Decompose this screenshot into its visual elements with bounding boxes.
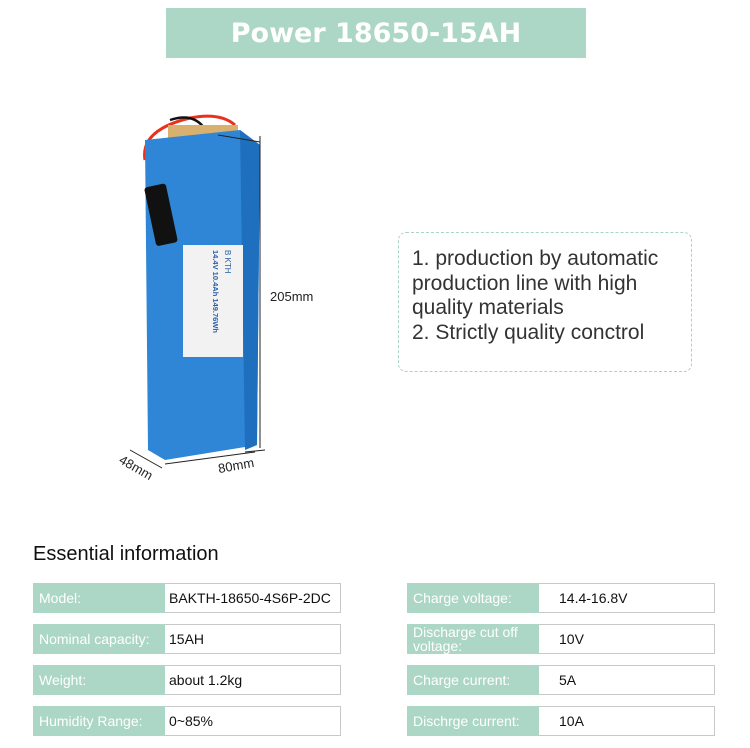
spec-value: 10V xyxy=(539,624,715,654)
dimension-line xyxy=(129,449,163,469)
spec-row: Charge voltage:14.4-16.8V xyxy=(407,583,715,613)
feature-line: quality materials xyxy=(412,296,564,319)
feature-line: production line with high xyxy=(412,271,638,295)
dimension-line xyxy=(244,449,266,453)
spec-label: Model: xyxy=(33,583,165,613)
spec-label: Nominal capacity: xyxy=(33,624,165,654)
spec-label: Weight: xyxy=(33,665,165,695)
dc-jack xyxy=(144,183,178,246)
spec-value: 5A xyxy=(539,665,715,695)
spec-row: Dischrge current:10A xyxy=(407,706,715,736)
dimension-line xyxy=(164,451,256,465)
spec-value: 14.4-16.8V xyxy=(539,583,715,613)
spec-row: Model:BAKTH-18650-4S6P-2DC xyxy=(33,583,341,613)
spec-row: Weight:about 1.2kg xyxy=(33,665,341,695)
battery-side xyxy=(240,130,260,450)
spec-value: 10A xyxy=(539,706,715,736)
spec-row: Nominal capacity:15AH xyxy=(33,624,341,654)
spec-value: BAKTH-18650-4S6P-2DC xyxy=(165,583,341,613)
label-rating: 14.4V 10.4Ah 149.76Wh xyxy=(211,250,220,333)
spec-row: Discharge cut off voltage:10V xyxy=(407,624,715,654)
spec-row: Charge current:5A xyxy=(407,665,715,695)
spec-value: 0~85% xyxy=(165,706,341,736)
product-label xyxy=(183,245,243,357)
product-title: Power 18650-15AH xyxy=(166,8,586,58)
spec-value: 15AH xyxy=(165,624,341,654)
spec-label: Humidity Range: xyxy=(33,706,165,736)
spec-value: about 1.2kg xyxy=(165,665,341,695)
features-box: 1. production by automatic production li… xyxy=(398,232,692,372)
spec-label: Charge voltage: xyxy=(407,583,539,613)
battery-image: B KTH 14.4V 10.4Ah 149.76Wh xyxy=(129,114,266,469)
height-dimension: 205mm xyxy=(270,289,314,304)
feature-line: 2. Strictly quality conctrol xyxy=(412,320,645,344)
spec-label: Charge current: xyxy=(407,665,539,695)
spec-label: Discharge cut off voltage: xyxy=(407,624,539,654)
label-brand: B KTH xyxy=(223,250,232,274)
dimension-line xyxy=(217,134,261,143)
spec-row: Humidity Range:0~85% xyxy=(33,706,341,736)
spec-label: Dischrge current: xyxy=(407,706,539,736)
section-title: Essential information xyxy=(33,543,219,565)
feature-line: 1. production by automatic xyxy=(412,247,659,270)
